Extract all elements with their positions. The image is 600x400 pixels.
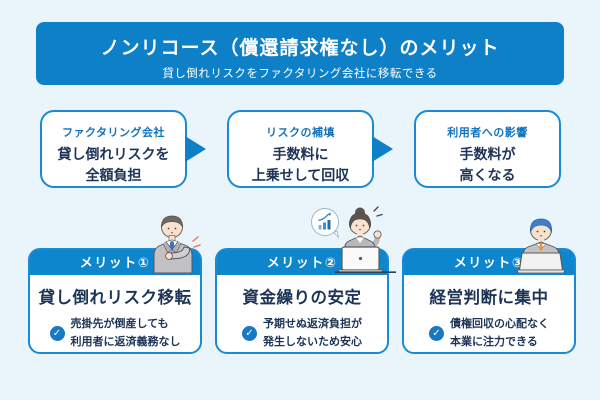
businesswoman-laptop-illustration: [311, 206, 396, 273]
growth-chart-bubble-icon: [311, 208, 339, 236]
right-arrow-icon: [185, 136, 206, 162]
merit-point-line1: 売掛先が倒産しても: [70, 318, 169, 330]
flow-box-text-line2: 上乗せして回収: [251, 167, 350, 183]
merit-point-line2: 本業に注力できる: [450, 336, 538, 349]
merit-point-text: 債権回収の心配なく 本業に注力できる: [450, 315, 549, 351]
merit-point-line1: 債権回収の心配なく: [450, 318, 549, 330]
flow-box-factoring-company: ファクタリング会社 貸し倒れリスクを 全額負担: [40, 110, 187, 188]
page-subtitle: 貸し倒れリスクをファクタリング会社に移転できる: [162, 68, 438, 80]
flow-box-text-line2: 高くなる: [459, 167, 516, 183]
merit-title-1: 貸し倒れリスク移転: [38, 289, 192, 307]
flow-box-label: リスクの補填: [266, 127, 335, 139]
laptop-icon: [518, 252, 564, 271]
merit-point-1: ✓ 売掛先が倒産しても 利用者に返済義務なし: [30, 315, 200, 351]
header-banner: ノンリコース（償還請求権なし）のメリット 貸し倒れリスクをファクタリング会社に移…: [36, 22, 564, 85]
businessman-blue-hair-laptop-illustration: [516, 218, 566, 273]
check-icon: ✓: [429, 325, 444, 341]
check-icon: ✓: [242, 325, 257, 341]
flow-box-risk-compensation: リスクの補填 手数料に 上乗せして回収: [227, 110, 374, 188]
flow-box-text: 貸し倒れリスクを 全額負担: [42, 144, 185, 186]
flow-box-text: 手数料に 上乗せして回収: [229, 144, 372, 186]
flow-box-text-line2: 全額負担: [85, 167, 142, 183]
page-title: ノンリコース（償還請求権なし）のメリット: [100, 38, 500, 59]
flow-box-label: ファクタリング会社: [61, 127, 166, 139]
flow-box-user-impact: 利用者への影響 手数料が 高くなる: [414, 110, 561, 188]
merit-point-line1: 予期せぬ返済負担が: [263, 318, 362, 330]
merit-point-3: ✓ 債権回収の心配なく 本業に注力できる: [404, 315, 574, 351]
flow-box-label: 利用者への影響: [447, 127, 528, 139]
merit-point-line2: 利用者に返済義務なし: [70, 336, 181, 349]
flow-box-text: 手数料が 高くなる: [416, 144, 559, 186]
flow-box-text-line1: 貸し倒れリスクを: [57, 146, 170, 162]
flow-box-text-line1: 手数料に: [272, 146, 329, 162]
check-icon: ✓: [49, 325, 65, 341]
merit-point-text: 予期せぬ返済負担が 発生しないため安心: [263, 315, 362, 351]
merit-point-2: ✓ 予期せぬ返済負担が 発生しないため安心: [217, 315, 387, 351]
businessman-hand-on-chest-illustration: [153, 215, 201, 273]
merit-title-3: 経営判断に集中: [429, 289, 549, 307]
merit-point-line2: 発生しないため安心: [263, 336, 362, 349]
merit-title-2: 資金繰りの安定: [242, 289, 362, 307]
right-arrow-icon: [372, 136, 393, 162]
merit-point-text: 売掛先が倒産しても 利用者に返済義務なし: [71, 315, 181, 351]
flow-box-text-line1: 手数料が: [459, 146, 516, 162]
